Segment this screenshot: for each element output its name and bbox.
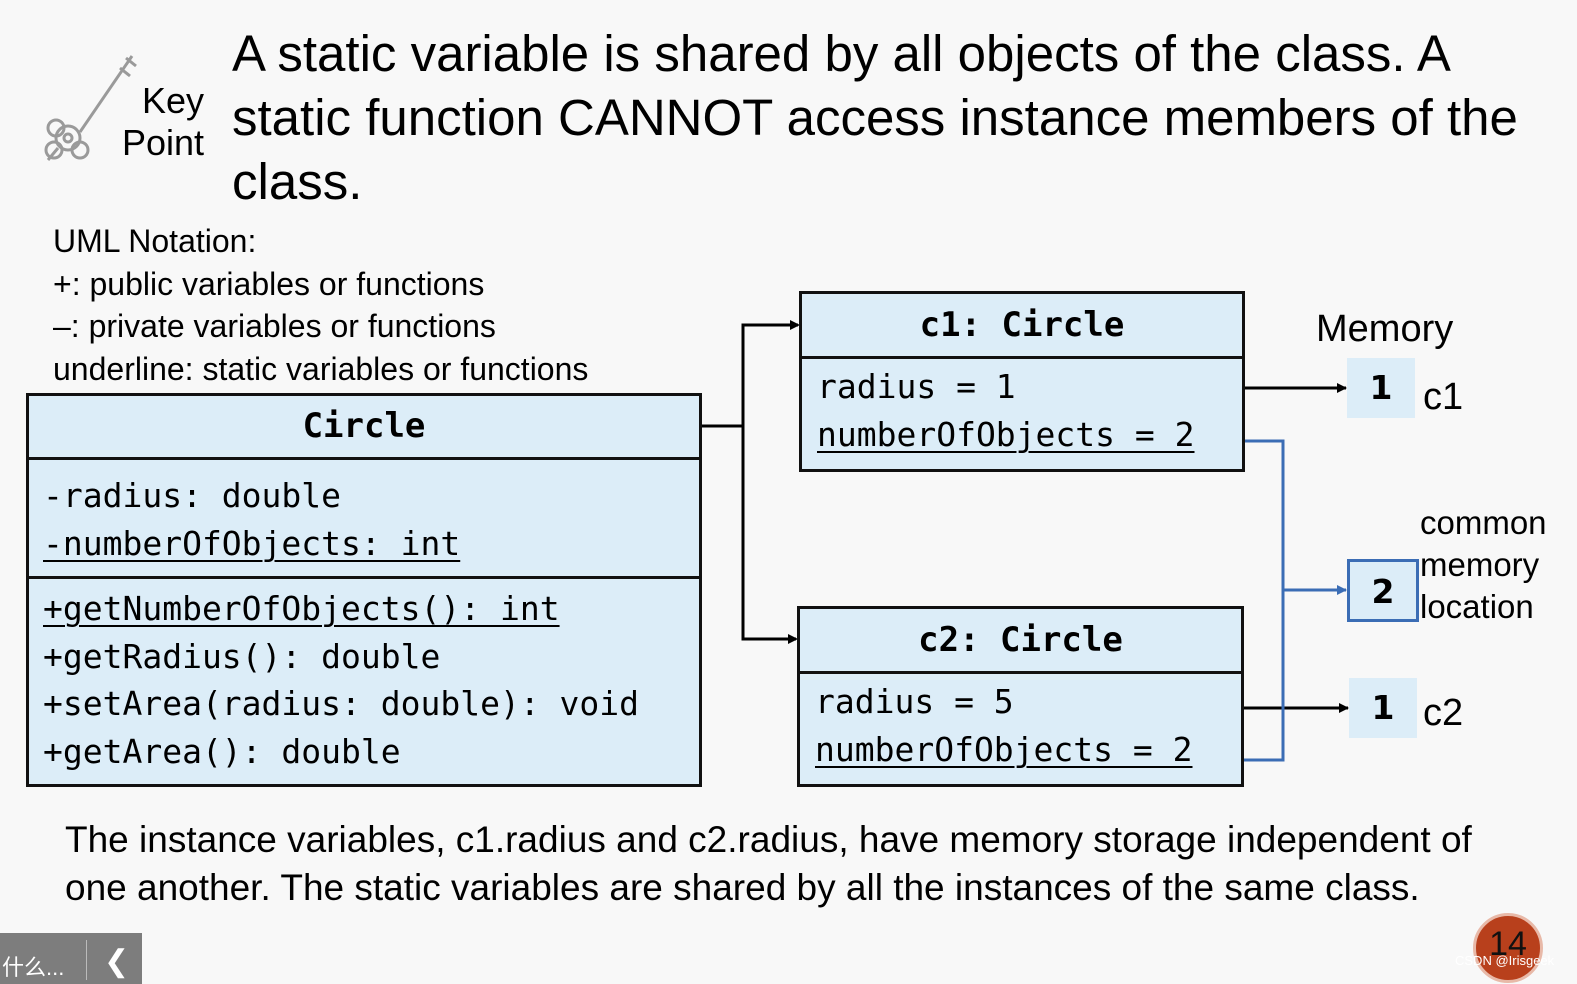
uml-note-static: underline: static variables or functions [53,350,589,387]
taskbar-item[interactable]: 什么... [2,955,65,980]
page-number: 14 [1489,925,1527,963]
attribute-radius: -radius: double [43,476,342,515]
common-label-line2: memory [1420,546,1540,583]
key-point-line2: Point [121,122,204,163]
object-c2-box: c2: Circle radius = 5 numberOfObjects = … [797,606,1244,787]
object-c1-box: c1: Circle radius = 1 numberOfObjects = … [799,291,1245,472]
taskbar [0,933,142,984]
class-methods: +getNumberOfObjects(): int +getRadius():… [29,579,699,775]
memory-cell-common: 2 [1347,559,1419,622]
memory-title: Memory [1316,308,1454,350]
slide-headline: A static variable is shared by all objec… [232,25,1518,210]
shared-static-connector [1244,439,1285,762]
class-name: Circle [29,396,699,460]
back-arrow-icon[interactable]: ❮ [104,945,130,978]
uml-notes-title: UML Notation: [53,223,257,259]
attribute-number-of-objects: -numberOfObjects: int [43,524,461,563]
key-point-line1: Key [141,80,204,121]
method-get-area: +getArea(): double [43,731,401,771]
common-label-line1: common [1420,504,1547,541]
key-icon [44,55,137,161]
object-c1-number-of-objects: numberOfObjects = 2 [817,415,1195,454]
taskbar-divider [86,940,87,980]
object-c2-radius: radius = 5 [815,682,1014,721]
memory-cell-c2: 1 [1349,678,1417,738]
object-c1-radius: radius = 1 [817,367,1016,406]
method-get-radius: +getRadius(): double [43,636,441,676]
class-attributes: -radius: double -numberOfObjects: int [29,460,699,579]
method-get-number-of-objects: +getNumberOfObjects(): int [43,589,560,628]
memory-cell-c1: 1 [1347,358,1415,418]
page-number-badge [1473,913,1543,983]
uml-note-private: –: private variables or functions [53,308,496,344]
memory-label-c2: c2 [1423,692,1464,734]
common-label-line3: location [1420,588,1534,625]
object-c2-title: c2: Circle [800,609,1241,674]
uml-notation-notes: UML Notation: +: public variables or fun… [53,220,588,390]
object-c2-number-of-objects: numberOfObjects = 2 [815,730,1193,769]
key-point-label: Key Point [108,80,204,164]
method-set-area: +setArea(radius: double): void [43,684,640,723]
watermark: CSDN @Irisgeek [1455,953,1555,968]
object-c1-title: c1: Circle [802,294,1242,359]
circle-class-box: Circle -radius: double -numberOfObjects:… [26,393,702,787]
uml-note-public: +: public variables or functions [53,265,485,302]
instantiation-connector [702,323,798,641]
slide-footer-text: The instance variables, c1.radius and c2… [65,819,1472,908]
common-memory-location-label: common memory location [1420,502,1547,628]
memory-label-c1: c1 [1423,376,1464,418]
